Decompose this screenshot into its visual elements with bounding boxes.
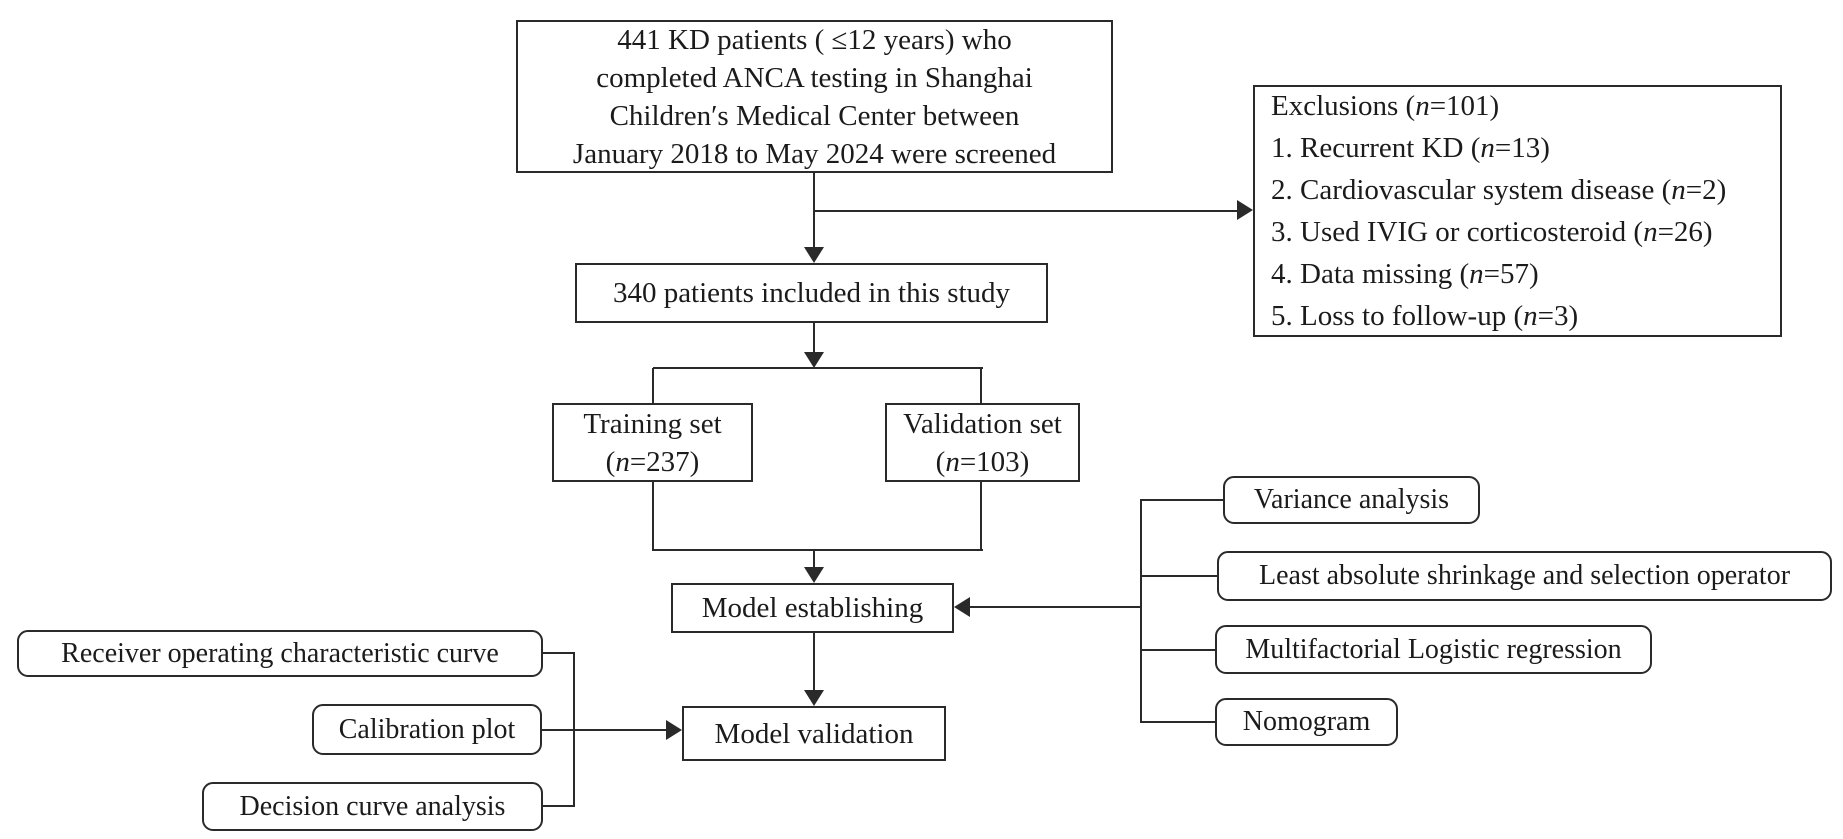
arrowhead-at-split-bracket <box>804 352 824 368</box>
connector-split-to-training <box>652 368 654 403</box>
exclusion-item-1: 1. Recurrent KD (n=13) <box>1271 132 1550 164</box>
connector-establishing-to-validation <box>813 633 815 690</box>
stub-nomogram <box>1142 721 1215 723</box>
exclusions-title: Exclusions (n=101) <box>1271 90 1500 122</box>
split-bracket-top <box>653 367 983 369</box>
eval-box-roc-curve: Receiver operating characteristic curve <box>17 630 543 677</box>
screened-line-3: Children′s Medical Center between <box>609 99 1020 132</box>
model-validation-label: Model validation <box>714 717 914 750</box>
eval-box-calibration-plot: Calibration plot <box>312 704 542 755</box>
arrowhead-into-exclusions-box <box>1237 200 1253 220</box>
screened-line-1: 441 KD patients ( ≤12 years) who <box>617 23 1012 56</box>
logistic-regression-label: Multifactorial Logistic regression <box>1245 633 1622 665</box>
arrowhead-into-model-validation-box <box>804 690 824 706</box>
connector-included-to-split <box>813 323 815 352</box>
eval-box-decision-curve-analysis: Decision curve analysis <box>202 782 543 831</box>
connector-evaluation-to-model-validation <box>542 729 666 731</box>
stub-variance-analysis <box>1142 499 1223 501</box>
method-box-logistic-regression: Multifactorial Logistic regression <box>1215 625 1652 674</box>
arrowhead-into-establishing-right <box>954 597 970 617</box>
connector-screened-to-exclusions <box>813 210 1237 212</box>
connector-split-to-validation <box>980 368 982 403</box>
stub-lasso <box>1142 575 1217 577</box>
exclusion-item-2: 2. Cardiovascular system disease (n=2) <box>1271 174 1727 206</box>
exclusions-box: Exclusions (n=101) 1. Recurrent KD (n=13… <box>1253 85 1782 337</box>
methods-spine <box>1140 499 1142 723</box>
connector-training-to-merge <box>652 482 654 551</box>
roc-curve-label: Receiver operating characteristic curve <box>61 637 499 669</box>
connector-methods-to-establishing <box>970 606 1142 608</box>
stub-logistic-regression <box>1142 649 1215 651</box>
model-establishing-box: Model establishing <box>671 583 954 633</box>
method-box-variance-analysis: Variance analysis <box>1223 476 1480 524</box>
exclusion-item-3: 3. Used IVIG or corticosteroid (n=26) <box>1271 216 1713 248</box>
method-box-nomogram: Nomogram <box>1215 698 1398 746</box>
nomogram-label: Nomogram <box>1242 706 1371 737</box>
exclusion-item-5: 5. Loss to follow-up (n=3) <box>1271 300 1579 332</box>
validation-set-count: (n=103) <box>935 445 1030 478</box>
validation-set-label: Validation set <box>903 407 1062 440</box>
model-establishing-label: Model establishing <box>701 592 924 624</box>
screened-line-2: completed ANCA testing in Shanghai <box>596 61 1033 94</box>
included-label: 340 patients included in this study <box>612 277 1011 309</box>
connector-validation-to-merge <box>980 482 982 551</box>
arrowhead-into-establishing-box <box>804 567 824 583</box>
merge-bracket-bottom <box>653 549 983 551</box>
stub-roc-curve <box>543 652 573 654</box>
model-validation-box: Model validation <box>682 706 946 761</box>
included-patients-box: 340 patients included in this study <box>575 263 1048 323</box>
arrowhead-into-model-validation-left <box>666 720 682 740</box>
connector-merge-to-establishing <box>813 549 815 567</box>
validation-set-box: Validation set (n=103) <box>885 403 1080 482</box>
exclusion-item-4: 4. Data missing (n=57) <box>1271 258 1539 290</box>
screened-line-4: January 2018 to May 2024 were screened <box>572 137 1057 170</box>
stub-decision-curve <box>543 805 573 807</box>
training-set-count: (n=237) <box>605 445 700 478</box>
arrowhead-into-included-box <box>804 247 824 263</box>
training-set-label: Training set <box>583 407 722 440</box>
variance-analysis-label: Variance analysis <box>1253 484 1450 515</box>
lasso-label: Least absolute shrinkage and selection o… <box>1258 560 1791 591</box>
decision-curve-analysis-label: Decision curve analysis <box>239 790 506 822</box>
calibration-plot-label: Calibration plot <box>338 713 516 745</box>
screened-patients-box: 441 KD patients ( ≤12 years) who complet… <box>516 20 1113 173</box>
training-set-box: Training set (n=237) <box>552 403 753 482</box>
method-box-lasso: Least absolute shrinkage and selection o… <box>1217 551 1832 601</box>
